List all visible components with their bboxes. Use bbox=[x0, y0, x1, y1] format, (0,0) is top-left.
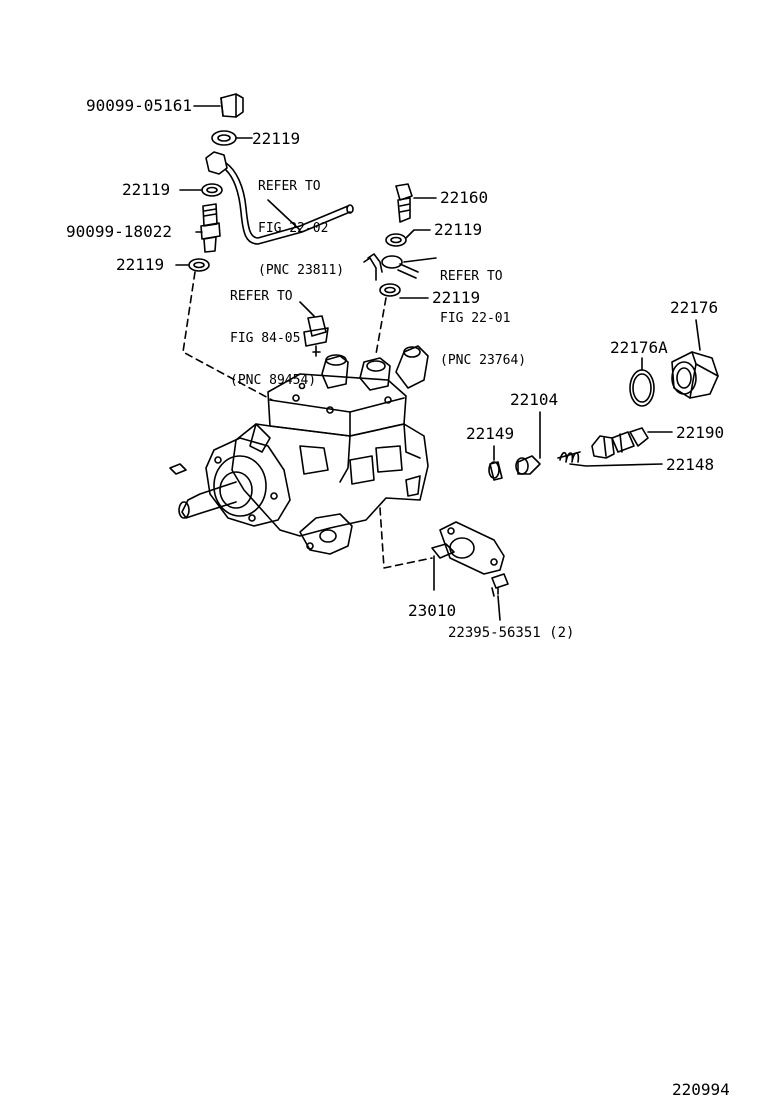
part-label: 22119 bbox=[252, 129, 301, 148]
part-label: 22160 bbox=[440, 188, 489, 207]
dashed-guide-line bbox=[182, 271, 273, 401]
union-bolt-drawing bbox=[395, 183, 413, 223]
leader-line bbox=[267, 199, 301, 231]
retaining-nut-drawing bbox=[671, 351, 719, 399]
reference-line: REFER TO bbox=[258, 179, 321, 194]
part-label: 22149 bbox=[466, 424, 515, 443]
part-label: 22119 bbox=[116, 255, 165, 274]
screw-drawing bbox=[491, 573, 509, 597]
fuel-pipe-drawing bbox=[205, 151, 354, 245]
o-ring-drawing bbox=[629, 369, 655, 407]
leader-line bbox=[299, 301, 315, 317]
part-label: 23010 bbox=[408, 601, 457, 620]
leader-line bbox=[497, 595, 501, 621]
part-label: 22119 bbox=[434, 220, 483, 239]
part-label: 22148 bbox=[666, 455, 715, 474]
leader-line bbox=[569, 463, 663, 467]
reference-note-hose: REFER TO FIG 22-01 (PNC 23764) bbox=[440, 242, 526, 382]
gasket-part-drawing bbox=[385, 233, 407, 247]
solenoid-drawing bbox=[431, 521, 505, 591]
reference-note-pipe: REFER TO FIG 22-02 (PNC 23811) bbox=[258, 152, 344, 292]
reference-line: FIG 84-05 bbox=[230, 331, 301, 346]
part-label: 90099-18022 bbox=[66, 222, 172, 241]
reference-line: REFER TO bbox=[230, 289, 293, 304]
sensor-drawing bbox=[303, 315, 329, 357]
part-label: 90099-05161 bbox=[86, 96, 192, 115]
part-label: 22176A bbox=[610, 338, 668, 357]
leader-line bbox=[695, 319, 701, 351]
reference-line: FIG 22-02 bbox=[258, 221, 329, 236]
figure-number: 220994 bbox=[672, 1080, 730, 1099]
cap-part-drawing bbox=[220, 93, 244, 118]
part-label: 22395-56351 (2) bbox=[448, 625, 575, 641]
part-label: 22119 bbox=[122, 180, 171, 199]
injection-pump-drawing bbox=[169, 345, 429, 555]
part-label: 22190 bbox=[676, 423, 725, 442]
gasket-part-drawing bbox=[211, 130, 237, 146]
hose-fitting-drawing bbox=[363, 253, 419, 281]
spring-drawing bbox=[557, 451, 581, 463]
gasket-part-drawing bbox=[379, 283, 401, 297]
reference-line: (PNC 23811) bbox=[258, 263, 345, 278]
leader-line bbox=[405, 229, 431, 239]
gasket-part-drawing bbox=[188, 258, 210, 272]
plug-drawing bbox=[488, 461, 503, 481]
dashed-guide-line bbox=[375, 297, 387, 355]
reference-line: REFER TO bbox=[440, 269, 503, 284]
leader-line bbox=[403, 257, 437, 263]
gasket-part-drawing bbox=[201, 183, 223, 197]
reference-line: (PNC 89454) bbox=[230, 373, 317, 388]
valve-drawing bbox=[591, 427, 649, 459]
reference-note-sensor: REFER TO FIG 84-05 (PNC 89454) bbox=[230, 262, 316, 402]
part-label: 22104 bbox=[510, 390, 559, 409]
reference-line: FIG 22-01 bbox=[440, 311, 511, 326]
part-label: 22176 bbox=[670, 298, 719, 317]
reference-line: (PNC 23764) bbox=[440, 353, 527, 368]
union-bolt-drawing bbox=[200, 203, 221, 253]
part-label: 22119 bbox=[432, 288, 481, 307]
piston-drawing bbox=[515, 455, 541, 475]
dashed-guide-line bbox=[379, 507, 433, 569]
